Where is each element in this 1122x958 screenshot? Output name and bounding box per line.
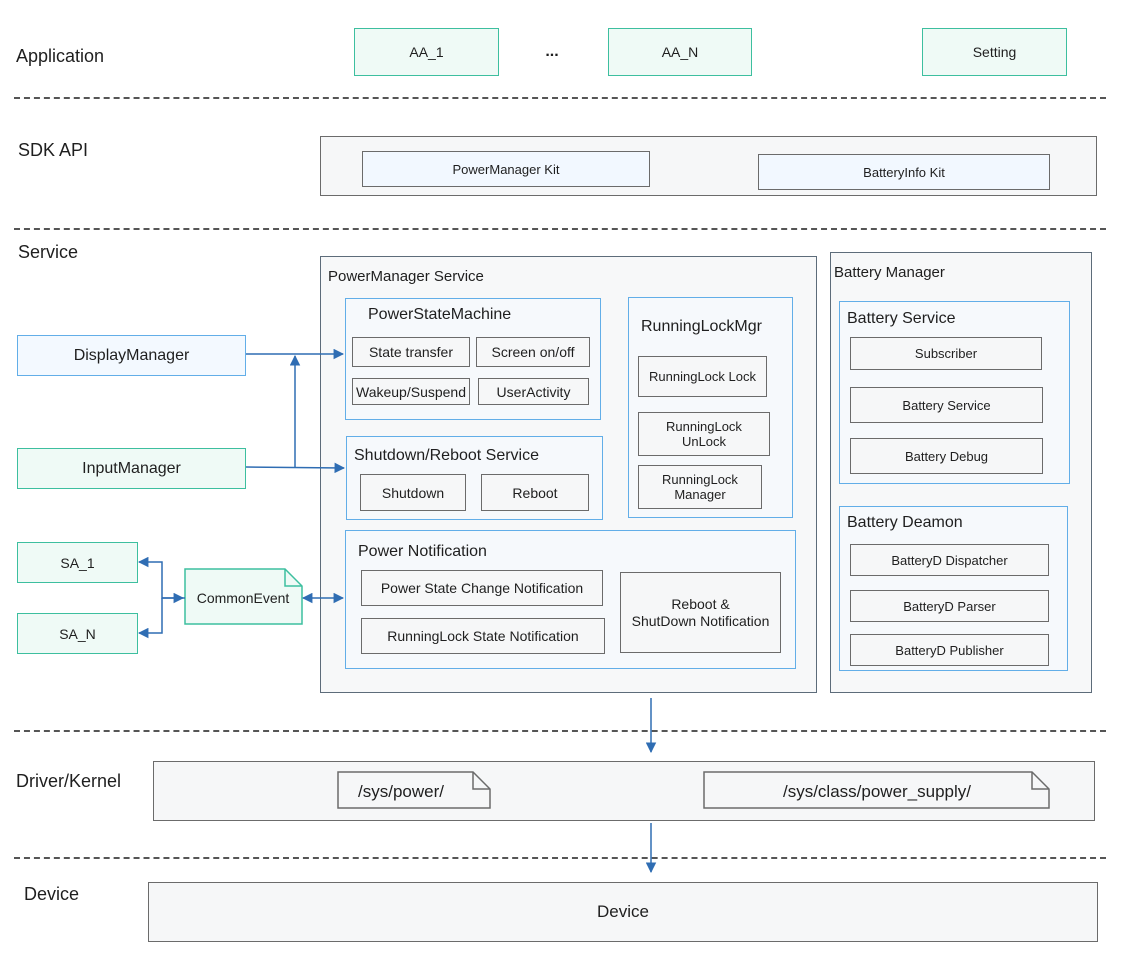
layer-label-driver-kernel: Driver/Kernel: [16, 771, 122, 791]
batteryd-parser[interactable]: BatteryD Parser: [850, 590, 1049, 622]
running-lock-state-notification-label: RunningLock State Notification: [387, 628, 579, 644]
display-manager[interactable]: DisplayManager: [17, 335, 246, 376]
shutdown-label: Shutdown: [381, 484, 445, 501]
batteryd-dispatcher-label: BatteryD Dispatcher: [891, 552, 1008, 568]
running-lock-unlock-line2: UnLock: [681, 434, 727, 449]
running-lock-state-notification[interactable]: RunningLock State Notification: [361, 618, 605, 654]
common-event-doc[interactable]: CommonEvent: [184, 568, 303, 625]
subscriber-label: Subscriber: [914, 346, 978, 361]
sa-1[interactable]: SA_1: [17, 542, 138, 583]
app-aa-1-label: AA_1: [409, 44, 444, 60]
reboot-label: Reboot: [512, 484, 558, 501]
battery-info-kit-label: BatteryInfo Kit: [863, 164, 945, 180]
battery-debug-label: Battery Debug: [904, 448, 989, 464]
batteryd-parser-label: BatteryD Parser: [903, 598, 996, 614]
running-lock-lock-label: RunningLock Lock: [649, 369, 756, 384]
power-state-machine-title: PowerStateMachine: [368, 306, 512, 323]
batteryd-publisher[interactable]: BatteryD Publisher: [850, 634, 1049, 666]
layer-label-sdk-api: SDK API: [18, 140, 89, 160]
battery-info-kit[interactable]: BatteryInfo Kit: [758, 154, 1050, 190]
reboot-box[interactable]: Reboot: [481, 474, 589, 511]
shutdown-box[interactable]: Shutdown: [360, 474, 466, 511]
battery-manager-title: Battery Manager: [834, 264, 945, 281]
input-manager-label: InputManager: [82, 459, 181, 477]
layer-separator: [14, 730, 1106, 732]
app-setting-label: Setting: [972, 44, 1017, 60]
subscriber-box[interactable]: Subscriber: [850, 337, 1042, 370]
user-activity[interactable]: UserActivity: [478, 378, 589, 405]
app-aa-n-label: AA_N: [661, 44, 699, 60]
app-ellipsis: ...: [545, 43, 559, 60]
app-aa-1[interactable]: AA_1: [354, 28, 499, 76]
power-state-change-notification-label: Power State Change Notification: [380, 580, 584, 596]
screen-on-off-label: Screen on/off: [491, 344, 575, 360]
sa-1-label: SA_1: [60, 554, 95, 571]
display-manager-label: DisplayManager: [73, 346, 190, 364]
power-state-change-notification[interactable]: Power State Change Notification: [361, 570, 603, 606]
battery-service-box[interactable]: Battery Service: [850, 387, 1043, 423]
state-transfer-label: State transfer: [368, 344, 454, 360]
shutdown-reboot-service-title: Shutdown/Reboot Service: [354, 447, 539, 464]
battery-service-label: Battery Service: [902, 397, 991, 413]
arrow-common-event-to-sa-n: [137, 598, 163, 639]
reboot-shutdown-notification-line2: ShutDown Notification: [631, 612, 770, 629]
input-manager[interactable]: InputManager: [17, 448, 246, 489]
batteryd-dispatcher[interactable]: BatteryD Dispatcher: [850, 544, 1049, 576]
reboot-shutdown-notification[interactable]: Reboot & ShutDown Notification: [620, 572, 781, 653]
wakeup-suspend[interactable]: Wakeup/Suspend: [352, 378, 470, 405]
arrow-common-event-to-sa-1: [137, 556, 185, 599]
reboot-shutdown-notification-line1: Reboot &: [671, 595, 730, 612]
state-transfer[interactable]: State transfer: [352, 337, 470, 367]
device-box-label: Device: [597, 902, 649, 921]
sa-n-label: SA_N: [59, 625, 96, 642]
battery-service-panel-title: Battery Service: [847, 310, 956, 327]
power-manager-kit[interactable]: PowerManager Kit: [362, 151, 650, 187]
user-activity-label: UserActivity: [496, 383, 571, 400]
power-manager-kit-label: PowerManager Kit: [452, 161, 560, 177]
common-event-label: CommonEvent: [197, 590, 290, 606]
device-box: Device: [148, 882, 1098, 942]
app-aa-n[interactable]: AA_N: [608, 28, 752, 76]
power-manager-service-title: PowerManager Service: [328, 268, 484, 285]
running-lock-manager[interactable]: RunningLock Manager: [638, 465, 762, 509]
battery-deamon-panel-title: Battery Deamon: [847, 514, 963, 531]
running-lock-mgr-title: RunningLockMgr: [641, 318, 762, 335]
running-lock-unlock-line1: RunningLock: [666, 419, 742, 434]
power-notification-title: Power Notification: [358, 543, 487, 560]
screen-on-off[interactable]: Screen on/off: [476, 337, 590, 367]
batteryd-publisher-label: BatteryD Publisher: [895, 642, 1004, 658]
layer-label-service: Service: [18, 242, 79, 262]
layer-label-device: Device: [24, 884, 80, 904]
battery-debug-box[interactable]: Battery Debug: [850, 438, 1043, 474]
layer-separator: [14, 857, 1106, 859]
running-lock-manager-line1: RunningLock: [662, 472, 738, 487]
layer-label-application: Application: [16, 46, 105, 66]
layer-separator: [14, 97, 1106, 99]
wakeup-suspend-label: Wakeup/Suspend: [356, 383, 466, 400]
running-lock-manager-line2: Manager: [674, 487, 726, 502]
driver-kernel-container: [153, 761, 1095, 821]
running-lock-lock[interactable]: RunningLock Lock: [638, 356, 767, 397]
sa-n[interactable]: SA_N: [17, 613, 138, 654]
layer-separator: [14, 228, 1106, 230]
running-lock-unlock[interactable]: RunningLock UnLock: [638, 412, 770, 456]
app-setting[interactable]: Setting: [922, 28, 1067, 76]
